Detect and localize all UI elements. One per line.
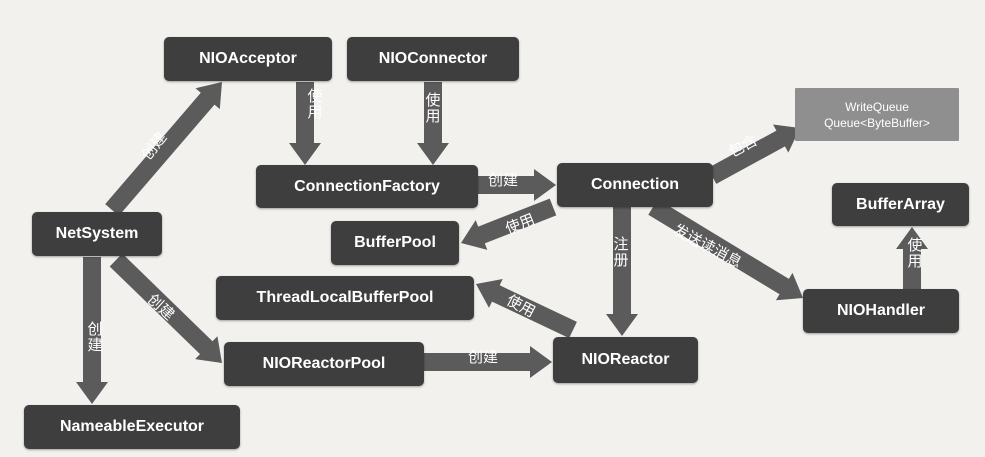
write-queue-type: Queue<ByteBuffer> bbox=[824, 115, 930, 130]
node-write-queue: WriteQueue Queue<ByteBuffer> bbox=[795, 88, 959, 141]
arrow-acceptor-to-factory bbox=[289, 82, 321, 165]
edge-label-netsystem-creates-executor: 创建 bbox=[87, 320, 103, 354]
write-queue-title: WriteQueue bbox=[845, 99, 909, 114]
node-connection: Connection bbox=[557, 163, 713, 207]
arrow-reactorpool-to-reactor bbox=[424, 346, 552, 378]
arrow-connection-to-bufferpool bbox=[461, 198, 557, 250]
node-buffer-pool: BufferPool bbox=[331, 221, 459, 265]
node-nio-connector: NIOConnector bbox=[347, 37, 519, 81]
arrow-connection-to-handler bbox=[648, 199, 803, 301]
node-buffer-array: BufferArray bbox=[832, 183, 969, 226]
arrow-reactor-to-threadlocalpool bbox=[476, 279, 577, 339]
arrow-factory-to-connection bbox=[478, 169, 556, 201]
node-connection-factory: ConnectionFactory bbox=[256, 165, 478, 208]
arrow-netsystem-to-executor bbox=[76, 257, 108, 404]
edge-label-reactorpool-creates-reactor: 创建 bbox=[468, 348, 499, 366]
node-nameable-executor: NameableExecutor bbox=[24, 405, 240, 449]
arrow-handler-to-bufferarray bbox=[896, 227, 928, 290]
node-nio-reactor: NIOReactor bbox=[553, 337, 698, 383]
arrow-netsystem-to-reactorpool bbox=[109, 253, 222, 363]
arrow-connection-to-writequeue bbox=[707, 124, 800, 184]
edge-label-connection-registers: 注册 bbox=[613, 235, 629, 269]
edge-label-connector-uses: 使用 bbox=[425, 91, 441, 125]
node-nio-reactor-pool: NIOReactorPool bbox=[224, 342, 424, 386]
edge-label-handler-uses: 使用 bbox=[907, 236, 923, 270]
node-net-system: NetSystem bbox=[32, 212, 162, 256]
edge-label-factory-creates-connection: 创建 bbox=[488, 171, 519, 189]
node-thread-local-buffer-pool: ThreadLocalBufferPool bbox=[216, 276, 474, 320]
node-nio-handler: NIOHandler bbox=[803, 289, 959, 333]
arrow-connector-to-factory bbox=[417, 82, 449, 165]
node-nio-acceptor: NIOAcceptor bbox=[164, 37, 332, 81]
edge-label-acceptor-uses: 使用 bbox=[307, 87, 323, 121]
arrow-connection-to-reactor bbox=[606, 207, 638, 336]
arrow-netsystem-to-acceptor bbox=[105, 82, 222, 216]
